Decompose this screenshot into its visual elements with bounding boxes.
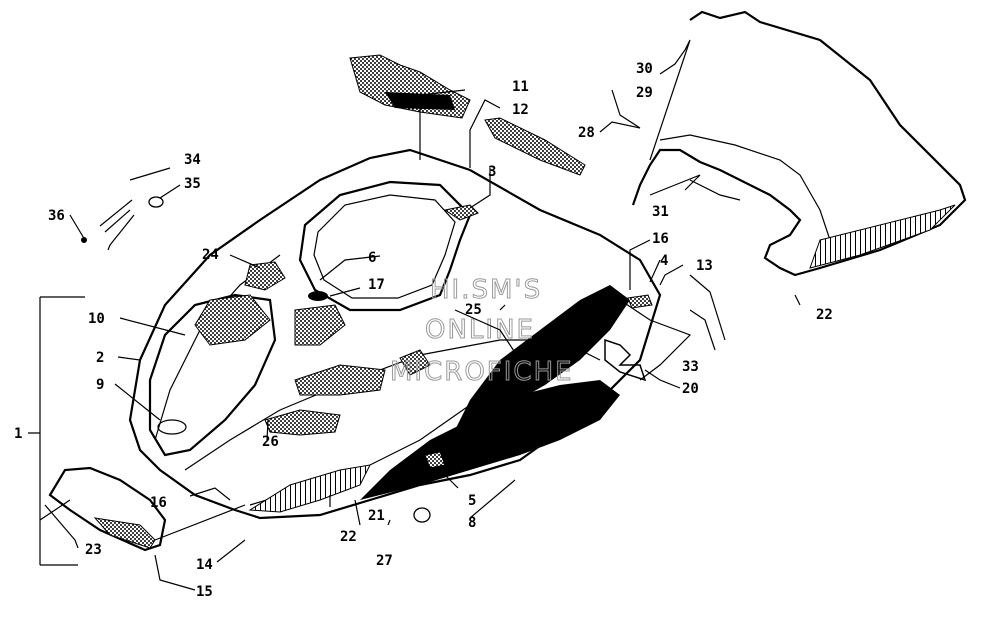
callout-2: 2 (96, 350, 104, 366)
callout-25: 25 (465, 302, 482, 318)
callout-12: 12 (512, 102, 529, 118)
callout-10: 10 (88, 311, 105, 327)
windshield (631, 10, 967, 277)
callout-5: 5 (468, 493, 476, 509)
callout-9: 9 (96, 377, 104, 393)
callout-36: 36 (48, 208, 65, 224)
watermark: HI.SM'S ONLINE MICROFICHE (390, 275, 574, 388)
callout-29: 29 (636, 85, 653, 101)
callout-11: 11 (512, 79, 529, 95)
callout-6: 6 (368, 250, 376, 266)
hood-body (128, 148, 692, 523)
callout-23: 23 (85, 542, 102, 558)
watermark-line-1: HI.SM'S (430, 275, 542, 305)
callout-1: 1 (14, 426, 22, 442)
callout-35: 35 (184, 176, 201, 192)
callout-4: 4 (660, 253, 668, 269)
callout-20: 20 (682, 381, 699, 397)
callout-13: 13 (696, 258, 713, 274)
hood-decal-top (349, 54, 471, 119)
watermark-line-2: ONLINE (425, 315, 535, 345)
callout-17: 17 (368, 277, 385, 293)
callout-16-left: 16 (150, 495, 167, 511)
callout-22-bottom: 22 (340, 529, 357, 545)
spring-hardware (81, 196, 164, 251)
callout-8: 8 (468, 515, 476, 531)
callout-30: 30 (636, 61, 653, 77)
callout-33: 33 (682, 359, 699, 375)
callout-26: 26 (262, 434, 279, 450)
callout-24: 24 (202, 247, 219, 263)
callout-15: 15 (196, 584, 213, 600)
callout-3: 3 (488, 164, 496, 180)
front-bumper (48, 466, 167, 552)
callout-27: 27 (376, 553, 393, 569)
watermark-line-3: MICROFICHE (390, 357, 574, 387)
callout-28: 28 (578, 125, 595, 141)
leader-lines (28, 39, 801, 591)
callouts: 1 2 3 4 5 6 8 9 10 11 12 13 14 15 16 16 … (14, 61, 833, 600)
callout-14: 14 (196, 557, 213, 573)
callout-21: 21 (368, 508, 385, 524)
callout-31: 31 (652, 204, 669, 220)
hood-decal-strip (484, 117, 586, 176)
callout-34: 34 (184, 152, 201, 168)
callout-22-right: 22 (816, 307, 833, 323)
callout-16-right: 16 (652, 231, 669, 247)
